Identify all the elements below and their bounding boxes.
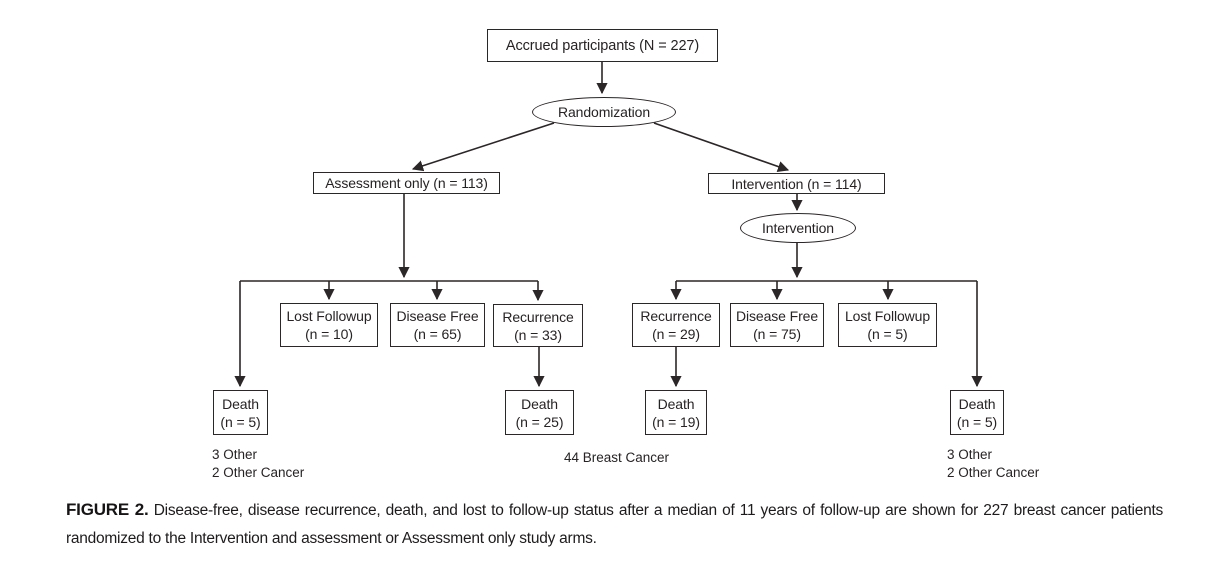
annotation-line: 3 Other [212,447,258,462]
annotation-line: 44 Breast Cancer [564,450,670,465]
flow-node-disease-free-assessment: Disease Free (n = 65) [390,303,485,347]
annotation-line: 3 Other [947,447,993,462]
figure-caption-label: FIGURE 2. [66,500,149,519]
node-label: Disease Free [735,308,819,324]
node-label: Lost Followup [844,308,931,324]
node-count: (n = 75) [753,326,801,342]
node-label: Lost Followup [286,308,372,324]
flow-node-assessment-arm: Assessment only (n = 113) [313,172,500,194]
flow-node-disease-free-intervention: Disease Free (n = 75) [730,303,824,347]
node-label: Death [521,395,558,412]
node-label: Death [657,395,695,412]
flow-node-death-assessment-recurrence: Death (n = 25) [505,390,574,435]
node-count: (n = 65) [413,326,462,342]
flow-node-intervention-process: Intervention [740,213,856,243]
flow-node-randomization: Randomization [532,97,676,127]
figure-caption-text: Disease-free, disease recurrence, death,… [66,502,1163,547]
node-count: (n = 33) [514,326,562,343]
node-count: (n = 25) [515,413,564,430]
flow-node-intervention-arm-label: Intervention (n = 114) [731,175,862,192]
annotation-line: 2 Other Cancer [947,464,1040,480]
annotation-line: 2 Other Cancer [212,464,305,480]
flow-node-death-intervention-recurrence: Death (n = 19) [645,390,707,435]
flow-node-randomization-label: Randomization [557,104,651,120]
figure-caption: FIGURE 2. Disease-free, disease recurren… [66,496,1163,552]
annotation-recurrence-deaths: 44 Breast Cancer [564,449,669,467]
node-label: Recurrence [502,308,574,325]
connector-randomization-intervention [653,122,790,172]
node-label: Death [958,395,996,412]
flow-node-intervention-process-label: Intervention [762,220,834,236]
annotation-assessment-deaths: 3 Other 2 Other Cancer [212,446,304,481]
node-count: (n = 5) [956,413,998,430]
node-label: Death [222,395,259,412]
flow-node-recurrence-assessment: Recurrence (n = 33) [493,304,583,347]
flow-node-accrued: Accrued participants (N = 227) [487,29,718,62]
flow-node-assessment-arm-label: Assessment only (n = 113) [325,175,488,191]
node-label: Recurrence [640,308,712,324]
node-label: Disease Free [396,308,479,324]
flow-node-death-intervention-direct: Death (n = 5) [950,390,1004,435]
connector-randomization-assessment [411,122,555,172]
node-count: (n = 10) [305,326,353,342]
flow-node-lost-followup-intervention: Lost Followup (n = 5) [838,303,937,347]
flow-node-death-assessment-direct: Death (n = 5) [213,390,268,435]
node-count: (n = 19) [652,413,700,430]
node-count: (n = 29) [652,326,700,342]
annotation-intervention-deaths: 3 Other 2 Other Cancer [947,446,1039,481]
flow-node-intervention-arm: Intervention (n = 114) [708,173,885,194]
node-count: (n = 5) [220,413,261,430]
flow-node-accrued-label: Accrued participants (N = 227) [505,37,700,54]
flow-node-lost-followup-assessment: Lost Followup (n = 10) [280,303,378,347]
flow-node-recurrence-intervention: Recurrence (n = 29) [632,303,720,347]
node-count: (n = 5) [867,326,908,342]
